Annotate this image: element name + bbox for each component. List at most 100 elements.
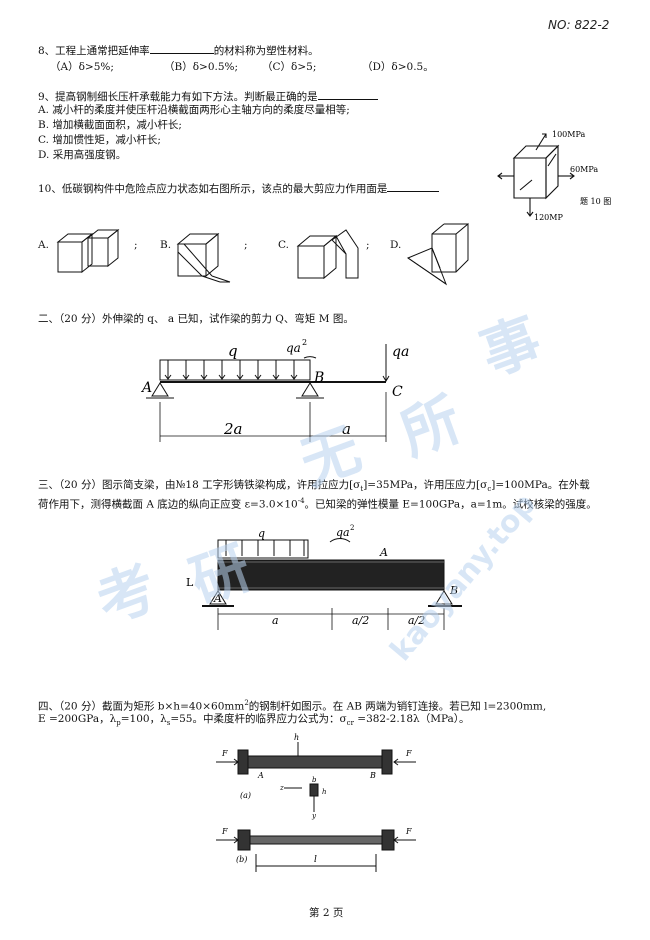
q9-answer-blank[interactable]: [317, 88, 378, 100]
page-footer: 第 2 页: [309, 907, 344, 919]
q4-label-l: l: [314, 855, 317, 865]
q4-line2-d: =382-2.18λ（MPa）。: [353, 713, 470, 725]
q4-label-f3: F: [221, 827, 228, 836]
q4-label-a: A: [257, 771, 264, 780]
q4-line2-sub-p: p: [116, 719, 121, 728]
q2-title: 二、（20 分）外伸梁的 q、 a 已知，试作梁的剪力 Q、弯矩 M 图。: [38, 313, 354, 325]
q8-stem: 8、工程上通常把延伸率的材料称为塑性材料。: [38, 42, 319, 58]
q10-stem-text: 10、低碳钢构件中危险点应力状态如右图所示，该点的最大剪应力作用面是: [38, 183, 388, 195]
q8-stem-b: 的材料称为塑性材料。: [213, 45, 319, 57]
label-c: C: [392, 384, 403, 400]
q10-choice-c-figure[interactable]: [292, 224, 372, 288]
i-beam-body: [217, 559, 445, 591]
q9-stem: 9、提高钢制细长压杆承载能力有如下方法。判断最正确的是: [38, 88, 378, 104]
cross-section: [309, 783, 319, 797]
page-number-handwritten: NO: 822-2: [548, 18, 610, 32]
q9-option-d: D. 采用高强度钢。: [38, 149, 127, 161]
label-qa2-exponent: 2: [302, 338, 307, 347]
q3-label-a-support: A: [213, 592, 222, 605]
label-span-a: a: [342, 420, 351, 438]
q4-line2-b: =100，λ: [120, 713, 167, 725]
q3-line2-sup: -4: [297, 497, 305, 505]
q9-stem-text: 9、提高钢制细长压杆承载能力有如下方法。判断最正确的是: [38, 91, 318, 103]
q8-answer-blank[interactable]: [149, 42, 214, 54]
q4-line2-sub-cr: cr: [346, 719, 354, 728]
bar-b: [249, 835, 383, 845]
q4-label-y: y: [311, 812, 317, 820]
q4-label-h: h: [322, 788, 327, 796]
q8-option-a: （A）δ>5%;: [50, 61, 114, 73]
support-b: [301, 382, 319, 397]
q4-label-b-pin: B: [369, 771, 376, 780]
q3-label-q: q: [258, 527, 265, 540]
q3-label-l: L: [186, 576, 194, 589]
q3-line1-c: ]=100MPa。在外载: [491, 479, 590, 491]
q10-choice-b-figure[interactable]: [172, 224, 252, 288]
moment-arrow: [303, 356, 317, 359]
q10-choice-c-label: C.: [278, 239, 289, 251]
q3-distributed-load: [217, 539, 309, 559]
q10-choice-a-label: A.: [38, 239, 49, 251]
q4-line1-a: 四、（20 分）截面为矩形 b×h=40×60mm: [38, 700, 245, 713]
q10-choice-a-figure[interactable]: [52, 224, 132, 284]
q3-line1-b: ]=35MPa，许用压应力[σ: [363, 479, 488, 491]
q3-label-span-a2: a/2: [352, 614, 369, 627]
q3-label-qa2-exponent: 2: [350, 524, 354, 532]
q10-choice-d-figure[interactable]: [402, 220, 492, 292]
q3-label-a-section: A: [379, 546, 388, 559]
label-b: B: [313, 370, 324, 386]
fig10-caption: 题 10 图: [580, 197, 611, 206]
q3-line2: 荷作用下，测得横截面 A 底边的纵向正应变 ε=3.0×10-4。已知梁的弹性模…: [38, 494, 597, 512]
q4-label-f1: F: [221, 749, 228, 758]
q4-label-f4: F: [405, 827, 412, 836]
label-qa: qa: [392, 344, 409, 360]
q9-option-c: C. 增加惯性矩，减小杆长;: [38, 134, 161, 146]
q4-label-b: b: [312, 776, 317, 784]
label-qa2: qa: [286, 341, 301, 355]
label-100mpa: 100MPa: [552, 130, 585, 139]
q3-support-right: [435, 590, 453, 605]
q4-line2-sub-s: s: [166, 719, 171, 728]
q4-line2-c: =55。中柔度杆的临界应力公式为：σ: [170, 713, 347, 725]
q4-label-z: z: [279, 784, 284, 792]
q3-line1-a: 三、（20 分）图示简支梁，由№18 工字形铸铁梁构成，许用拉应力[σ: [38, 479, 361, 491]
q4-line2-a: E =200GPa，λ: [38, 713, 117, 725]
q4-line1: 四、（20 分）截面为矩形 b×h=40×60mm2的钢制杆如图示。在 AB 两…: [38, 696, 546, 714]
cube-right-face: [545, 144, 559, 200]
q4-line1-b: 的钢制杆如图示。在 AB 两端为销钉连接。若已知 l=2300mm,: [248, 700, 547, 713]
watermark-char: 事: [471, 304, 550, 389]
q4-label-h-top: h: [294, 733, 299, 742]
q3-line2-a: 荷作用下，测得横截面 A 底边的纵向正应变 ε=3.0×10: [38, 498, 298, 511]
q3-line1-sub-t: t: [360, 485, 364, 494]
stress-element-figure: 100MPa 60MPa 120MP 题 10 图: [497, 130, 611, 222]
q10-choice-d-label: D.: [390, 239, 402, 251]
simply-supported-beam-figure: L q qa 2 A A B a a/2 a/2: [186, 524, 462, 630]
q3-label-span-a2b: a/2: [408, 614, 425, 627]
q9-option-a: A. 减小杆的柔度并使压杆沿横截面两形心主轴方向的柔度尽量相等;: [38, 104, 350, 116]
top-stress-arrow: [535, 133, 547, 151]
q3-label-b: B: [449, 584, 458, 597]
q4-label-f2: F: [405, 749, 412, 758]
q10-separator: ;: [134, 239, 138, 251]
q10-answer-blank[interactable]: [387, 180, 440, 192]
pinned-bar-figure: F F h A B b h z y (a) F F (b) l: [216, 733, 416, 872]
label-span-2a: 2a: [223, 420, 243, 438]
q10-separator: ;: [366, 239, 370, 251]
label-120mp: 120MP: [534, 213, 563, 222]
distributed-load-box: [159, 359, 311, 381]
q10-stem: 10、低碳钢构件中危险点应力状态如右图所示，该点的最大剪应力作用面是: [38, 180, 440, 196]
q9-option-b: B. 增加横截面面积，减小杆长;: [38, 119, 182, 131]
q3-line1: 三、（20 分）图示简支梁，由№18 工字形铸铁梁构成，许用拉应力[σt]=35…: [38, 478, 590, 496]
q4-line1-sup: 2: [244, 699, 249, 707]
q4-label-fig-a: (a): [240, 791, 251, 800]
q3-line1-sub-c: c: [487, 485, 492, 494]
overhang-beam-figure: q qa 2 qa A B C 2a a: [140, 338, 409, 442]
q10-separator: ;: [244, 239, 248, 251]
label-60mpa: 60MPa: [570, 165, 598, 174]
watermark-char: 考: [87, 552, 166, 637]
q3-label-span-a: a: [272, 614, 279, 627]
q3-support-left: [209, 590, 227, 605]
label-a: A: [140, 380, 152, 396]
support-a: [151, 382, 169, 397]
cube-front-face: [513, 157, 547, 199]
